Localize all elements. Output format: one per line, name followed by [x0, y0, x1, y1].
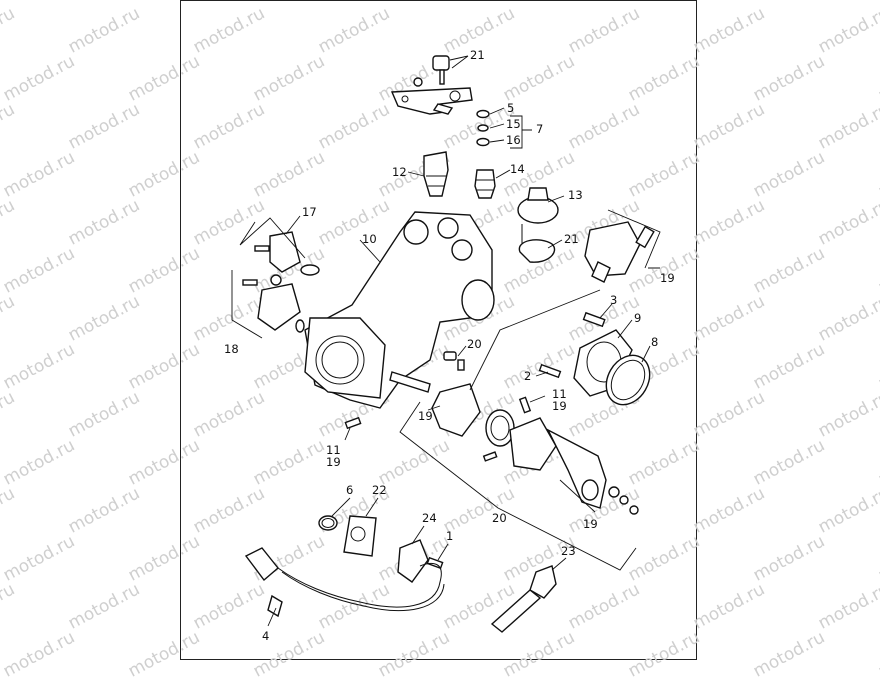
- callout-1: 1: [446, 529, 453, 543]
- callout-19-lower: 19: [583, 517, 598, 531]
- inlet-gasket-set: [538, 311, 651, 406]
- throttle-body-10: [304, 211, 495, 409]
- callout-22: 22: [372, 483, 387, 497]
- callout-10: 10: [362, 232, 377, 246]
- callout-7: 7: [536, 122, 543, 136]
- callout-labels: 21 5 15 7 16 14 12 13 17 10 21 19 3 9 8 …: [224, 48, 675, 643]
- o-ring-stack: [476, 109, 490, 147]
- callout-14: 14: [510, 162, 525, 176]
- callout-15: 15: [506, 117, 521, 131]
- callout-20-upper: 20: [467, 337, 482, 351]
- callout-13: 13: [568, 188, 583, 202]
- callout-11-left: 11: [326, 443, 341, 457]
- callout-4: 4: [262, 629, 269, 643]
- callout-19-right: 19: [552, 399, 567, 413]
- callout-24: 24: [422, 511, 437, 525]
- callout-19-upper: 19: [660, 271, 675, 285]
- callout-11-right: 11: [552, 387, 567, 401]
- gasket-plate: [390, 55, 473, 115]
- callout-20-lower: 20: [492, 511, 507, 525]
- callout-8: 8: [651, 335, 658, 349]
- callout-5: 5: [507, 101, 514, 115]
- throttle-position-sensor-assembly: [344, 383, 639, 515]
- hardware-20: [443, 351, 465, 371]
- sensor-12: [423, 151, 449, 197]
- seal-21: [518, 239, 556, 263]
- callout-3: 3: [610, 293, 617, 307]
- temperature-sensor-23: [490, 565, 557, 633]
- exploded-parts-diagram: 21 5 15 7 16 14 12 13 17 10 21 19 3 9 8 …: [224, 48, 675, 643]
- callout-21-top: 21: [470, 48, 485, 62]
- callout-6: 6: [346, 483, 353, 497]
- wiring-harness: [244, 547, 445, 618]
- leader-lines: [231, 55, 661, 627]
- callout-19-lowerleft: 19: [326, 455, 341, 469]
- lower-sensor-parts: [318, 515, 444, 583]
- callout-9: 9: [634, 311, 641, 325]
- idle-air-control-18: [242, 274, 305, 333]
- fuel-injector-14: [474, 169, 496, 199]
- callout-23: 23: [561, 544, 576, 558]
- callout-16: 16: [506, 133, 521, 147]
- map-sensor-17: [254, 231, 320, 276]
- sensor-19-upper: [584, 221, 655, 283]
- callout-19-left: 19: [418, 409, 433, 423]
- callout-18: 18: [224, 342, 239, 356]
- callout-12: 12: [392, 165, 407, 179]
- callout-2: 2: [524, 369, 531, 383]
- callout-17: 17: [302, 205, 317, 219]
- callout-21-lower: 21: [564, 232, 579, 246]
